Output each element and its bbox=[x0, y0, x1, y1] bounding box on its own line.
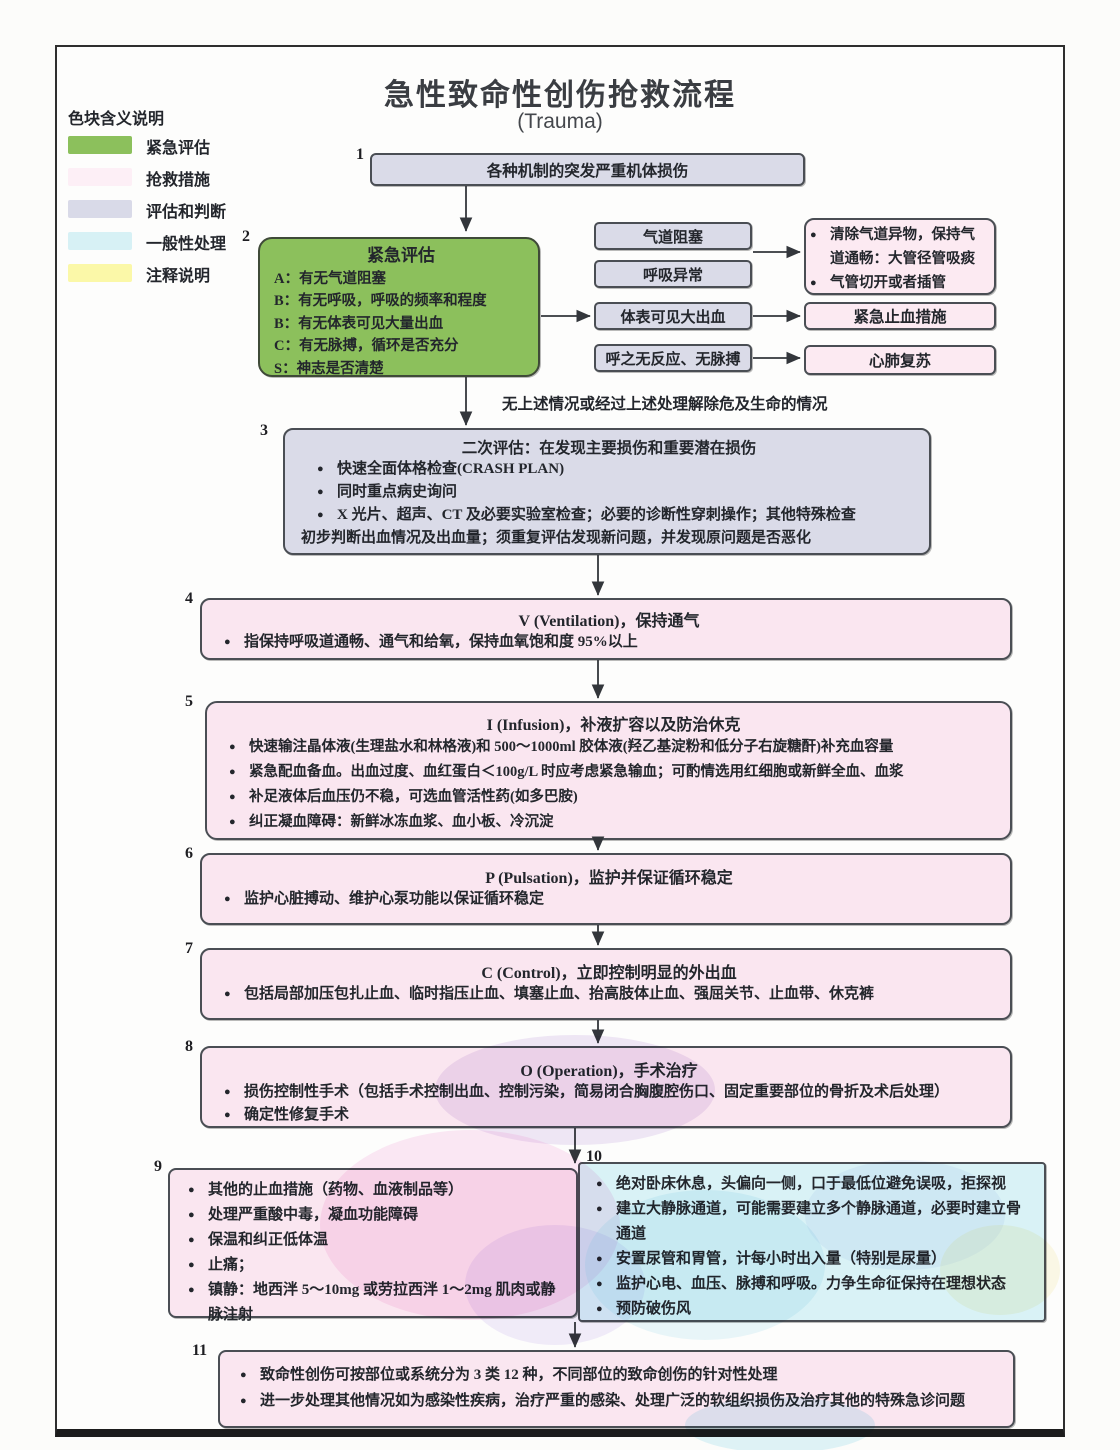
legend-label: 评估和判断 bbox=[146, 204, 227, 221]
airway-action-item: 气管切开或者插管 bbox=[808, 271, 988, 295]
control-bleeding-item: 包括局部加压包扎止血、临时指压止血、填塞止血、抬高肢体止血、强屈关节、止血带、休… bbox=[222, 983, 996, 1006]
node-number-4: 4 bbox=[185, 590, 193, 607]
node-secondary-assessment-title: 二次评估：在发现主要损伤和重要潜在损伤 bbox=[461, 440, 757, 457]
node-operation-title: O (Operation)，手术治疗 bbox=[520, 1063, 698, 1080]
legend-swatch-green bbox=[68, 136, 132, 154]
node-number-2: 2 bbox=[242, 228, 250, 245]
other-measures-item: 镇静：地西泮 5～10mg 或劳拉西泮 1～2mg 肌肉或静脉注射 bbox=[186, 1278, 566, 1328]
node-other-measures: 其他的止血措施（药物、血液制品等） 处理严重酸中毒，凝血功能障碍 保温和纠正低体… bbox=[168, 1168, 578, 1323]
node-ventilation: V (Ventilation)，保持通气 指保持呼吸道通畅、通气和给氧，保持血氧… bbox=[200, 598, 1012, 660]
action-label: 紧急止血措施 bbox=[853, 309, 947, 326]
transition-label: 无上述情况或经过上述处理解除危及生命的情况 bbox=[502, 396, 828, 413]
node-pulsation-title: P (Pulsation)，监护并保证循环稳定 bbox=[485, 870, 733, 887]
node-emergency-assessment: 紧急评估 A：有无气道阻塞 B：有无呼吸，呼吸的频率和程度 B：有无体表可见大量… bbox=[258, 237, 540, 377]
node-operation: O (Operation)，手术治疗 损伤控制性手术（包括手术控制出血、控制污染… bbox=[200, 1046, 1012, 1128]
node-infusion: I (Infusion)，补液扩容以及防治休克 快速输注晶体液(生理盐水和林格液… bbox=[205, 701, 1012, 840]
node-number-5: 5 bbox=[185, 693, 193, 710]
node-control-bleeding: C (Control)，立即控制明显的外出血 包括局部加压包扎止血、临时指压止血… bbox=[200, 948, 1012, 1020]
condition-label: 呼吸异常 bbox=[642, 267, 703, 284]
node-targeted-treatment: 致命性创伤可按部位或系统分为 3 类 12 种，不同部位的致命创伤的针对性处理 … bbox=[218, 1350, 1015, 1428]
node-action-cpr: 心肺复苏 bbox=[804, 345, 996, 375]
assessment-line-b1: B：有无呼吸，呼吸的频率和程度 bbox=[274, 293, 487, 309]
condition-label: 体表可见大出血 bbox=[620, 309, 726, 326]
assessment-line-c: C：有无脉搏，循环是否充分 bbox=[274, 338, 459, 354]
legend-label: 紧急评估 bbox=[146, 140, 211, 157]
general-handling-item: 绝对卧床休息，头偏向一侧，口于最低位避免误吸，拒探视 bbox=[594, 1172, 1034, 1197]
infusion-item: 纠正凝血障碍：新鲜冰冻血浆、血小板、冷沉淀 bbox=[227, 810, 1000, 835]
node-number-1: 1 bbox=[356, 146, 364, 163]
infusion-item: 补足液体后血压仍不稳，可选血管活性药(如多巴胺) bbox=[227, 785, 1000, 810]
node-pulsation: P (Pulsation)，监护并保证循环稳定 监护心脏搏动、维护心泵功能以保证… bbox=[200, 853, 1012, 925]
legend-heading: 色块含义说明 bbox=[68, 111, 165, 128]
general-handling-item: 安置尿管和胃管，计每小时出入量（特别是尿量） bbox=[594, 1247, 1034, 1272]
legend-swatch-cyan bbox=[68, 232, 132, 250]
secondary-assessment-item: 同时重点病史询问 bbox=[315, 481, 917, 504]
other-measures-item: 处理严重酸中毒，凝血功能障碍 bbox=[186, 1203, 566, 1228]
node-control-bleeding-title: C (Control)，立即控制明显的外出血 bbox=[481, 965, 737, 982]
node-number-8: 8 bbox=[185, 1038, 193, 1055]
targeted-treatment-item: 进一步处理其他情况如为感染性疾病，治疗严重的感染、处理广泛的软组织损伤及治疗其他… bbox=[238, 1388, 1001, 1414]
airway-action-item: 清除气道异物，保持气道通畅：大管径管吸痰 bbox=[808, 223, 988, 271]
node-initial-injury: 各种机制的突发严重机体损伤 bbox=[370, 153, 805, 186]
condition-label: 气道阻塞 bbox=[642, 229, 703, 246]
node-condition-no-response-no-pulse: 呼之无反应、无脉搏 bbox=[594, 344, 752, 372]
legend-label: 注释说明 bbox=[146, 268, 211, 285]
node-action-emergency-hemostasis: 紧急止血措施 bbox=[804, 302, 996, 330]
infusion-item: 紧急配血备血。出血过度、血红蛋白＜100g/L 时应考虑紧急输血；可酌情选用红细… bbox=[227, 760, 1000, 785]
other-measures-item: 其他的止血措施（药物、血液制品等） bbox=[186, 1178, 566, 1203]
node-number-6: 6 bbox=[185, 845, 193, 862]
node-infusion-title: I (Infusion)，补液扩容以及防治休克 bbox=[486, 717, 741, 734]
secondary-assessment-item: X 光片、超声、CT 及必要实验室检查；必要的诊断性穿刺操作；其他特殊检查 bbox=[315, 504, 917, 527]
infusion-item: 快速输注晶体液(生理盐水和林格液)和 500～1000ml 胶体液(羟乙基淀粉和… bbox=[227, 735, 1000, 760]
legend-swatch-lavender bbox=[68, 200, 132, 218]
assessment-line-b2: B：有无体表可见大量出血 bbox=[274, 315, 444, 332]
node-condition-visible-bleeding: 体表可见大出血 bbox=[594, 302, 752, 330]
general-handling-item: 建立大静脉通道，可能需要建立多个静脉通道，必要时建立骨通道 bbox=[594, 1197, 1034, 1247]
node-initial-injury-label: 各种机制的突发严重机体损伤 bbox=[486, 162, 689, 180]
node-condition-airway-obstruction: 气道阻塞 bbox=[594, 222, 752, 250]
assessment-line-s: S：神志是否清楚 bbox=[274, 360, 384, 377]
node-general-handling: 绝对卧床休息，头偏向一侧，口于最低位避免误吸，拒探视 建立大静脉通道，可能需要建… bbox=[578, 1162, 1046, 1322]
node-number-9: 9 bbox=[154, 1158, 162, 1175]
legend-label: 一般性处理 bbox=[146, 236, 227, 253]
legend-swatch-yellow bbox=[68, 264, 132, 282]
secondary-assessment-footer: 初步判断出血情况及出血量；须重复评估发现新问题，并发现原问题是否恶化 bbox=[301, 530, 812, 546]
condition-label: 呼之无反应、无脉搏 bbox=[605, 351, 741, 368]
pulsation-item: 监护心脏搏动、维护心泵功能以保证循环稳定 bbox=[222, 888, 996, 911]
page-subtitle: (Trauma) bbox=[517, 110, 603, 133]
node-emergency-assessment-title: 紧急评估 bbox=[367, 246, 435, 265]
secondary-assessment-item: 快速全面体格检查(CRASH PLAN) bbox=[315, 458, 917, 481]
targeted-treatment-item: 致命性创伤可按部位或系统分为 3 类 12 种，不同部位的致命创伤的针对性处理 bbox=[238, 1362, 1001, 1388]
operation-item: 确定性修复手术 bbox=[222, 1104, 996, 1127]
page-title: 急性致命性创伤抢救流程 bbox=[384, 79, 736, 112]
action-label: 心肺复苏 bbox=[868, 353, 931, 370]
operation-item: 损伤控制性手术（包括手术控制出血、控制污染，简易闭合胸腹腔伤口、固定重要部位的骨… bbox=[222, 1081, 996, 1104]
other-measures-item: 止痛； bbox=[186, 1253, 566, 1278]
node-action-airway-management: 清除气道异物，保持气道通畅：大管径管吸痰 气管切开或者插管 bbox=[804, 218, 996, 295]
node-secondary-assessment: 二次评估：在发现主要损伤和重要潜在损伤 快速全面体格检查(CRASH PLAN)… bbox=[283, 428, 931, 555]
general-handling-item: 预防破伤风 bbox=[594, 1297, 1034, 1322]
node-condition-abnormal-breathing: 呼吸异常 bbox=[594, 260, 752, 288]
ventilation-item: 指保持呼吸道通畅、通气和给氧，保持血氧饱和度 95%以上 bbox=[222, 631, 996, 654]
assessment-line-a: A：有无气道阻塞 bbox=[274, 270, 386, 287]
node-number-3: 3 bbox=[260, 422, 268, 439]
legend-label: 抢救措施 bbox=[146, 172, 211, 189]
general-handling-item: 监护心电、血压、脉搏和呼吸。力争生命征保持在理想状态 bbox=[594, 1272, 1034, 1297]
other-measures-item: 保温和纠正低体温 bbox=[186, 1228, 566, 1253]
node-ventilation-title: V (Ventilation)，保持通气 bbox=[518, 613, 700, 630]
node-number-11: 11 bbox=[192, 1342, 208, 1359]
node-number-7: 7 bbox=[185, 940, 193, 957]
legend-swatch-pink bbox=[68, 168, 132, 186]
